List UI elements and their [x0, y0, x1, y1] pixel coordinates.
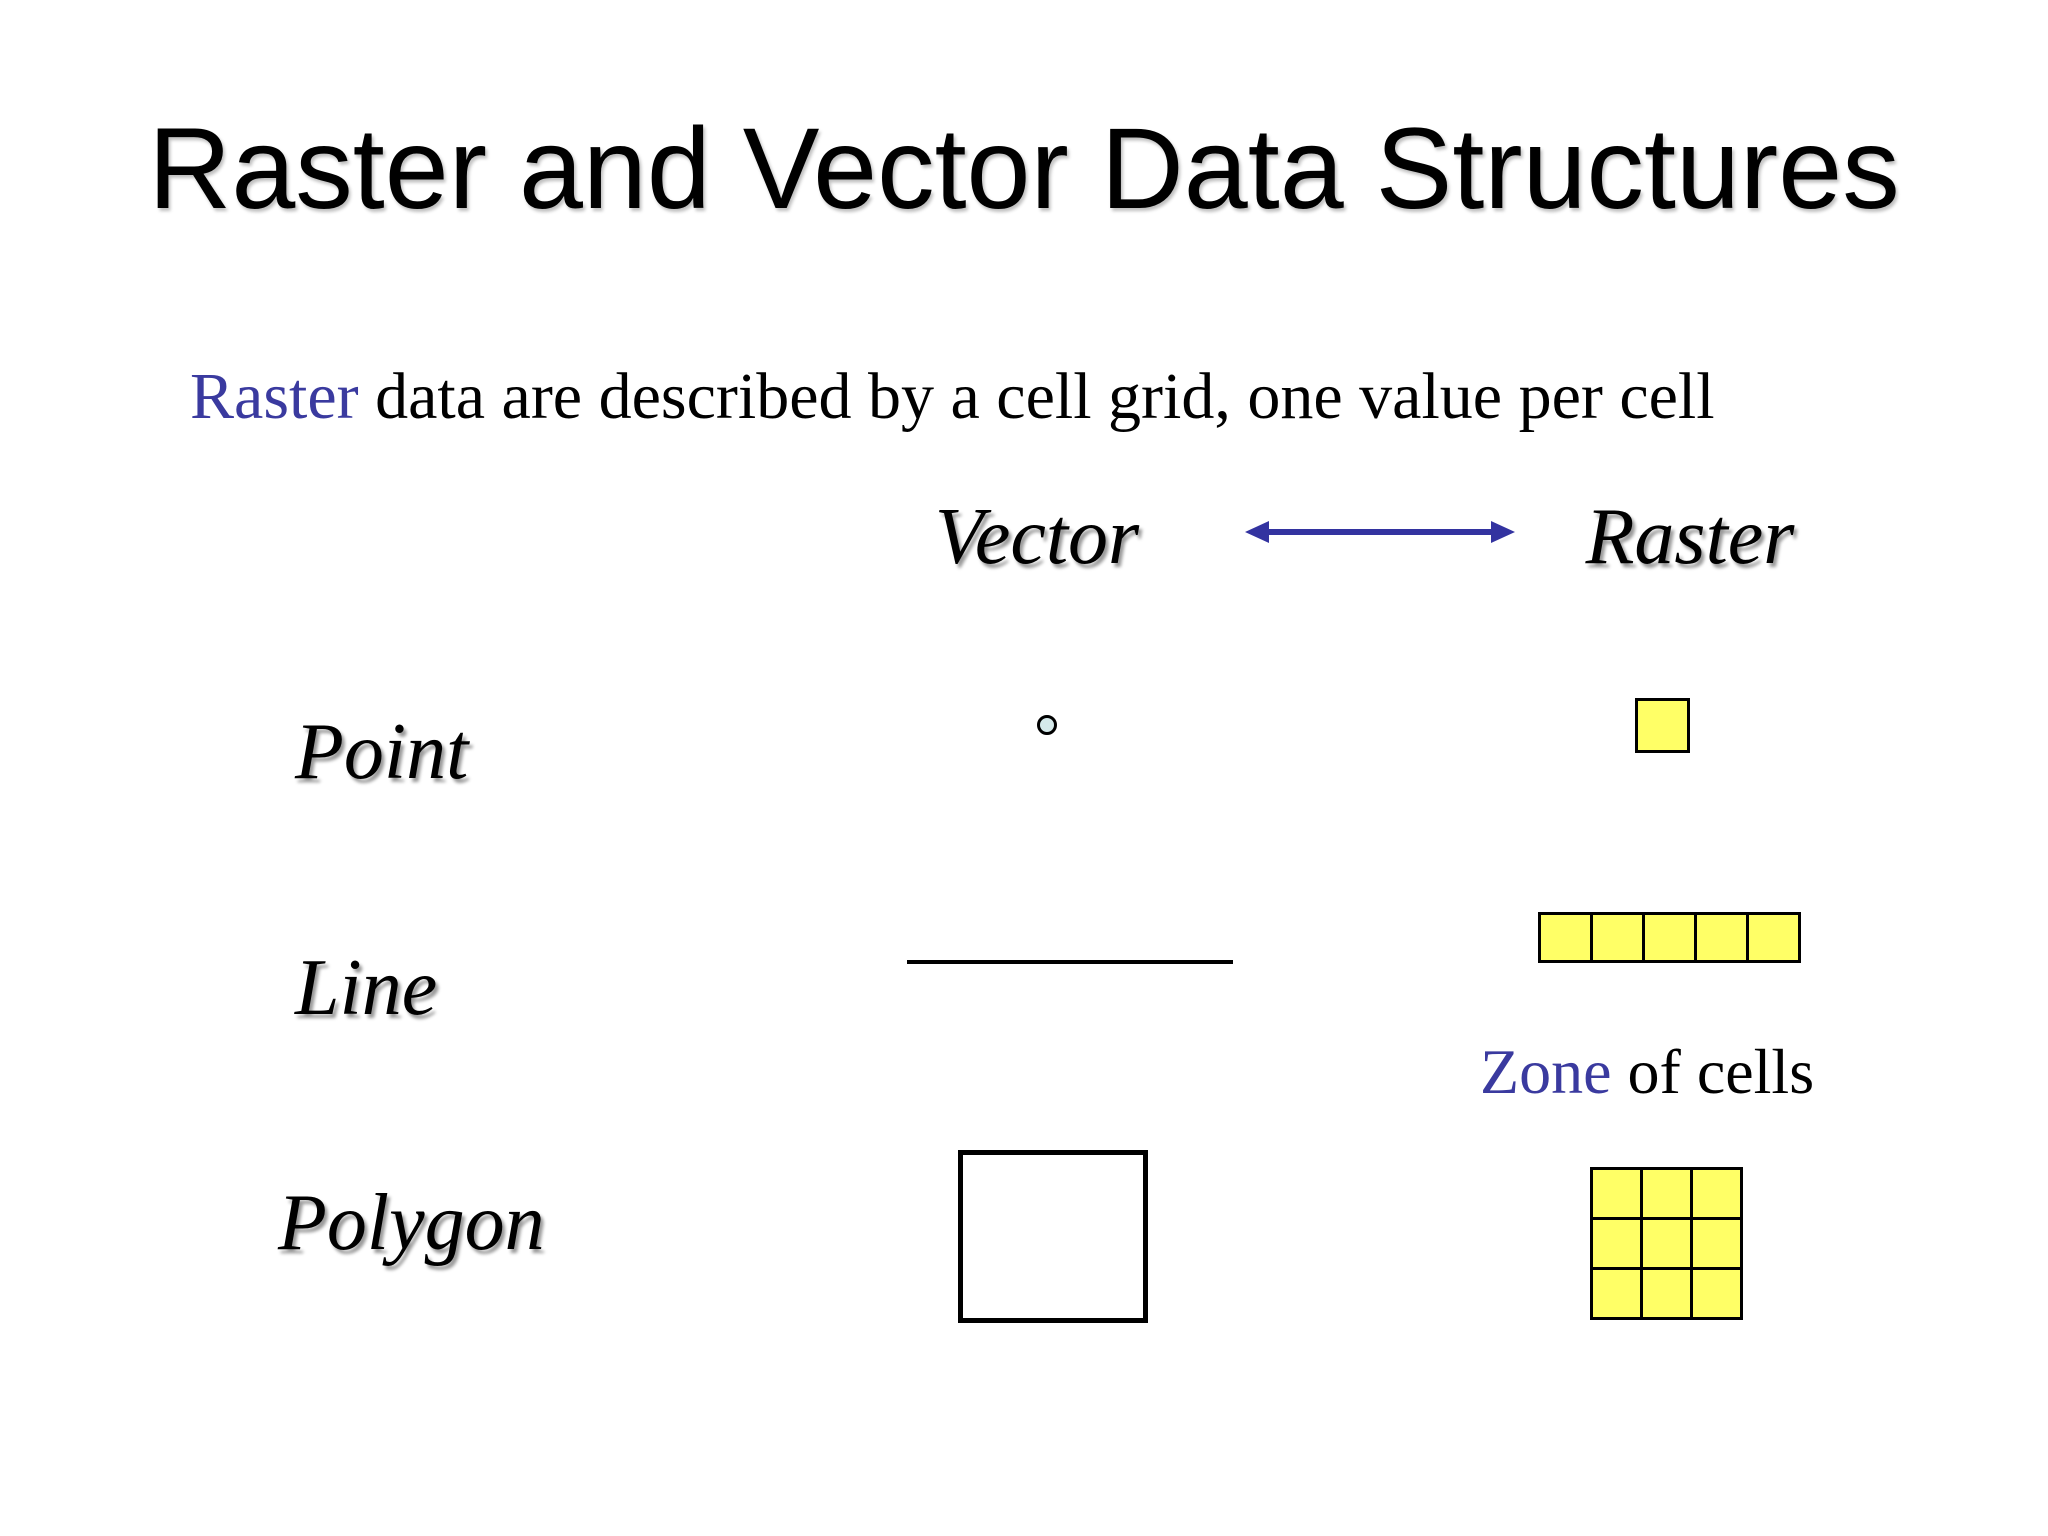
row-label-point: Point: [295, 708, 469, 796]
raster-cell: [1593, 1170, 1640, 1217]
column-header-vector: Vector: [934, 493, 1140, 581]
raster-cell: [1693, 1270, 1740, 1317]
line-raster-strip: [1538, 912, 1801, 963]
point-raster-cell: [1635, 698, 1690, 753]
subtitle-highlight: Raster: [190, 360, 359, 433]
raster-cell: [1749, 915, 1798, 960]
zone-note: Zone of cells: [1480, 1040, 1814, 1104]
column-header-raster: Raster: [1585, 493, 1795, 581]
zone-rest: of cells: [1611, 1036, 1815, 1107]
raster-cell: [1541, 915, 1590, 960]
row-label-polygon: Polygon: [278, 1179, 545, 1267]
dot-icon: [1037, 715, 1057, 735]
raster-cell: [1643, 1220, 1690, 1267]
square-outline-icon: [958, 1150, 1148, 1323]
raster-cell: [1693, 1220, 1740, 1267]
subtitle: Raster data are described by a cell grid…: [190, 364, 1715, 430]
raster-cell: [1643, 1170, 1690, 1217]
subtitle-rest: data are described by a cell grid, one v…: [358, 360, 1715, 433]
polygon-raster-grid: [1590, 1167, 1743, 1320]
raster-cell: [1693, 1170, 1740, 1217]
raster-cell: [1697, 915, 1746, 960]
raster-cell: [1593, 915, 1642, 960]
slide-title: Raster and Vector Data Structures: [148, 105, 1900, 233]
raster-cell: [1593, 1220, 1640, 1267]
zone-highlight: Zone: [1480, 1036, 1612, 1107]
raster-cell: [1593, 1270, 1640, 1317]
raster-cell: [1645, 915, 1694, 960]
line-segment-icon: [907, 960, 1233, 964]
row-label-line: Line: [295, 944, 438, 1032]
raster-cell: [1643, 1270, 1690, 1317]
double-arrow-icon: [1245, 517, 1515, 547]
